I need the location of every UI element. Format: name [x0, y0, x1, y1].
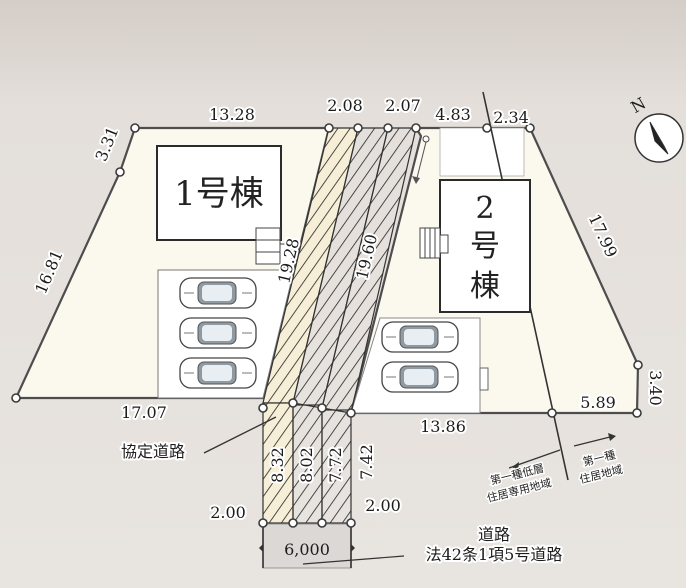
- dim-frontage-right: 2.00: [365, 496, 401, 515]
- boundary-markers: [11, 123, 643, 528]
- zone-arrow-right-line: [573, 435, 615, 447]
- boundary-marker: [633, 360, 643, 370]
- dim-strip1-top: 2.08: [327, 96, 363, 115]
- boundary-marker: [525, 123, 535, 133]
- boundary-marker: [288, 518, 298, 528]
- car-icon: [179, 317, 257, 349]
- road-strip-3: [321, 409, 352, 524]
- dim-bottom-right: 5.89: [580, 393, 616, 412]
- dim-right-corner: 3.40: [646, 370, 665, 406]
- road-strip-1-hatch: [262, 402, 294, 524]
- road-type-label: 法42条1項5号道路: [426, 545, 563, 564]
- car-icon: [381, 361, 459, 393]
- zone-arrow-left-head: [512, 462, 519, 471]
- slope-arrow-line: [415, 141, 427, 183]
- dim-road-a: 8.32: [268, 447, 287, 483]
- road-leader: [302, 555, 405, 565]
- dim-frontage-left: 2.00: [210, 503, 246, 522]
- zone-arrow-right-head: [608, 433, 616, 441]
- agreement-road-label: 協定道路: [121, 442, 185, 461]
- dim-top-mid: 4.83: [435, 105, 471, 124]
- dim-strip2-top: 2.07: [385, 96, 421, 115]
- car-icon: [381, 321, 459, 353]
- slope-arrow-head: [412, 176, 420, 184]
- building-2: [439, 179, 531, 313]
- building-2-label-line2: 号: [470, 229, 500, 264]
- dim-bottom-left: 17.07: [121, 403, 167, 422]
- dim-road-d: 7.42: [357, 444, 376, 480]
- boundary-marker: [383, 123, 393, 133]
- car-icon: [179, 357, 257, 389]
- agreement-road-leader: [203, 416, 277, 454]
- boundary-marker: [324, 123, 334, 133]
- slope-arrow-origin: [422, 135, 430, 143]
- boundary-marker: [288, 398, 298, 408]
- boundary-marker: [258, 518, 268, 528]
- dim-bottom-mid: 13.86: [420, 417, 466, 436]
- dim-road-c: 7.72: [326, 447, 345, 483]
- lot-2-yard: [439, 127, 525, 177]
- boundary-marker: [130, 123, 140, 133]
- boundary-marker: [317, 403, 327, 413]
- road-label: 道路: [478, 525, 510, 544]
- road-arrow-right: [351, 544, 355, 552]
- boundary-marker: [115, 167, 125, 177]
- public-road: [262, 523, 352, 569]
- boundary-marker: [317, 518, 327, 528]
- building-2-porch: [419, 227, 449, 259]
- road-width-label: 6,000: [284, 540, 330, 559]
- boundary-marker: [258, 403, 268, 413]
- boundary-marker: [353, 123, 363, 133]
- building-1: [156, 145, 282, 241]
- lot-2-utility-box: [479, 367, 489, 391]
- boundary-marker: [482, 123, 492, 133]
- boundary-marker: [411, 123, 421, 133]
- building-1-label: 1号棟: [174, 174, 264, 214]
- road-arrow-left: [259, 544, 263, 552]
- boundary-marker: [547, 408, 557, 418]
- building-1-porch: [255, 227, 293, 269]
- dim-road-b: 8.02: [297, 447, 316, 483]
- building-2-label-line1: 2: [475, 191, 494, 226]
- boundary-marker: [632, 408, 642, 418]
- road-strip-2: [292, 404, 323, 524]
- boundary-marker: [346, 518, 356, 528]
- dim-top-right: 2.34: [493, 108, 529, 127]
- car-icon: [179, 277, 257, 309]
- dim-top-left: 13.28: [209, 105, 255, 124]
- north-compass: N: [627, 94, 684, 163]
- building-2-label-line3: 棟: [470, 269, 500, 304]
- compass-needle-dark: [650, 122, 668, 154]
- boundary-marker: [346, 408, 356, 418]
- boundary-marker: [11, 393, 21, 403]
